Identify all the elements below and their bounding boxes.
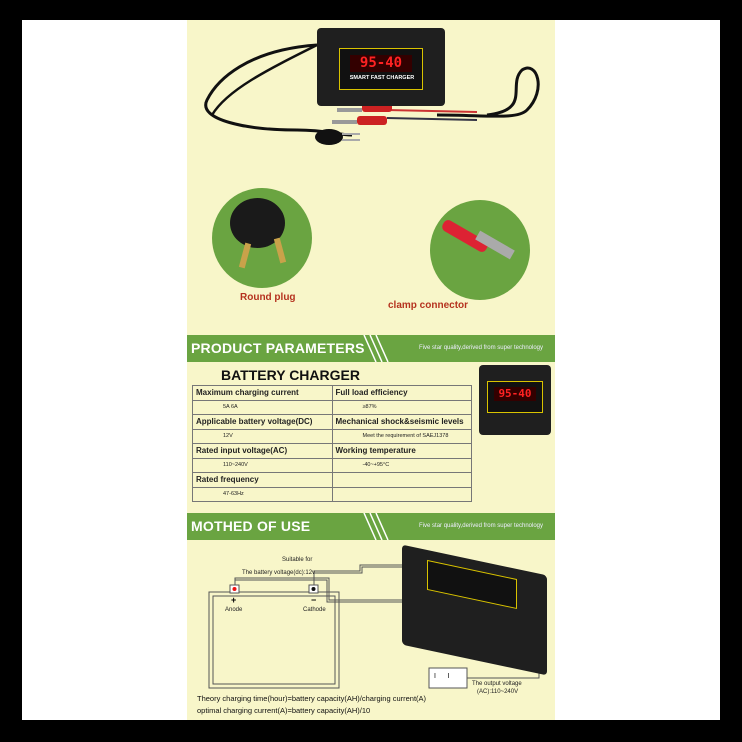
product-panel: 95-40 SMART FAST CHARGER Round plug clam… [187, 20, 555, 720]
product-parameters-band: PRODUCT PARAMETERS Five star quality,der… [187, 335, 555, 362]
plug-pin [238, 242, 252, 269]
wiring-diagram [208, 564, 540, 689]
clamp-connector-image [430, 200, 530, 300]
charger-device: 95-40 SMART FAST CHARGER [317, 28, 445, 106]
param-name: Maximum charging current [192, 385, 333, 401]
param-value: 47-63Hz [192, 486, 333, 502]
positive-wire [234, 577, 402, 601]
anode-dot [232, 587, 237, 591]
charging-current-formula: optimal charging current(A)=battery capa… [197, 706, 371, 715]
output-voltage-value: (AC):110~240V [477, 689, 519, 695]
charger-display-panel: 95-40 [487, 381, 543, 413]
plug-pin [273, 237, 287, 264]
section-slogan: Five star quality,derived from super tec… [419, 523, 543, 529]
param-name-row: Rated frequency [192, 472, 472, 488]
clamp-connector-label: clamp connector [388, 300, 469, 311]
param-name: Applicable battery voltage(DC) [192, 414, 333, 430]
charger-display: 95-40 [494, 387, 536, 401]
battery-inner-outline [212, 595, 336, 685]
param-value: -40~+95°C [331, 457, 472, 473]
output-voltage-label: The output voltage [472, 681, 522, 687]
param-name: Working temperature [331, 443, 472, 459]
round-plug-image [212, 188, 312, 288]
charger-photo: 95-40 [479, 365, 551, 435]
param-name: Full load efficiency [331, 385, 472, 401]
anode-label: Anode [225, 607, 243, 613]
charger-cables-illustration [204, 43, 540, 145]
param-name: Mechanical shock&seismic levels [331, 414, 472, 430]
param-name: Rated frequency [192, 472, 333, 488]
suitable-for-label: Suitable for [282, 557, 313, 563]
plus-sign: + [231, 595, 237, 605]
param-name: Rated input voltage(AC) [192, 443, 333, 459]
param-value: 5A 6A [192, 399, 333, 415]
method-of-use-band: MOTHED OF USE Five star quality,derived … [187, 513, 555, 540]
param-name-row: Rated input voltage(AC)Working temperatu… [192, 443, 472, 459]
param-name-row: Applicable battery voltage(DC)Mechanical… [192, 414, 472, 430]
charger-label: SMART FAST CHARGER [349, 75, 415, 81]
stripes-decoration [363, 513, 389, 540]
stripes-decoration [363, 335, 389, 362]
param-value: ≥87% [331, 399, 472, 415]
charging-time-formula: Theory charging time(hour)=battery capac… [197, 694, 427, 703]
power-switch: I I [434, 673, 450, 680]
param-value: Meet the requirement of SAEJ1378 [331, 428, 472, 444]
section-title: MOTHED OF USE [191, 518, 311, 534]
battery-outline [208, 591, 340, 689]
negative-wire [313, 564, 402, 588]
param-value: 12V [192, 428, 333, 444]
param-name [331, 472, 472, 488]
charger-display-panel [427, 559, 517, 610]
charger-display-panel: 95-40 SMART FAST CHARGER [339, 48, 423, 90]
section-slogan: Five star quality,derived from super tec… [419, 345, 543, 351]
param-value-row: 110~240V-40~+95°C [192, 457, 472, 473]
param-value-row: 47-63Hz [192, 486, 472, 502]
param-value: 110~240V [192, 457, 333, 473]
param-value-row: 5A 6A≥87% [192, 399, 472, 415]
round-plug-label: Round plug [240, 292, 296, 303]
param-value [331, 486, 472, 502]
battery-voltage-label: The battery voltage(dc):12v [242, 570, 316, 576]
charger-display: 95-40 [350, 55, 412, 72]
minus-sign: − [311, 595, 317, 605]
cathode-label: Cathode [303, 607, 326, 613]
cathode-dot [311, 587, 316, 591]
section-title: PRODUCT PARAMETERS [191, 340, 365, 356]
parameters-title: BATTERY CHARGER [221, 367, 360, 383]
